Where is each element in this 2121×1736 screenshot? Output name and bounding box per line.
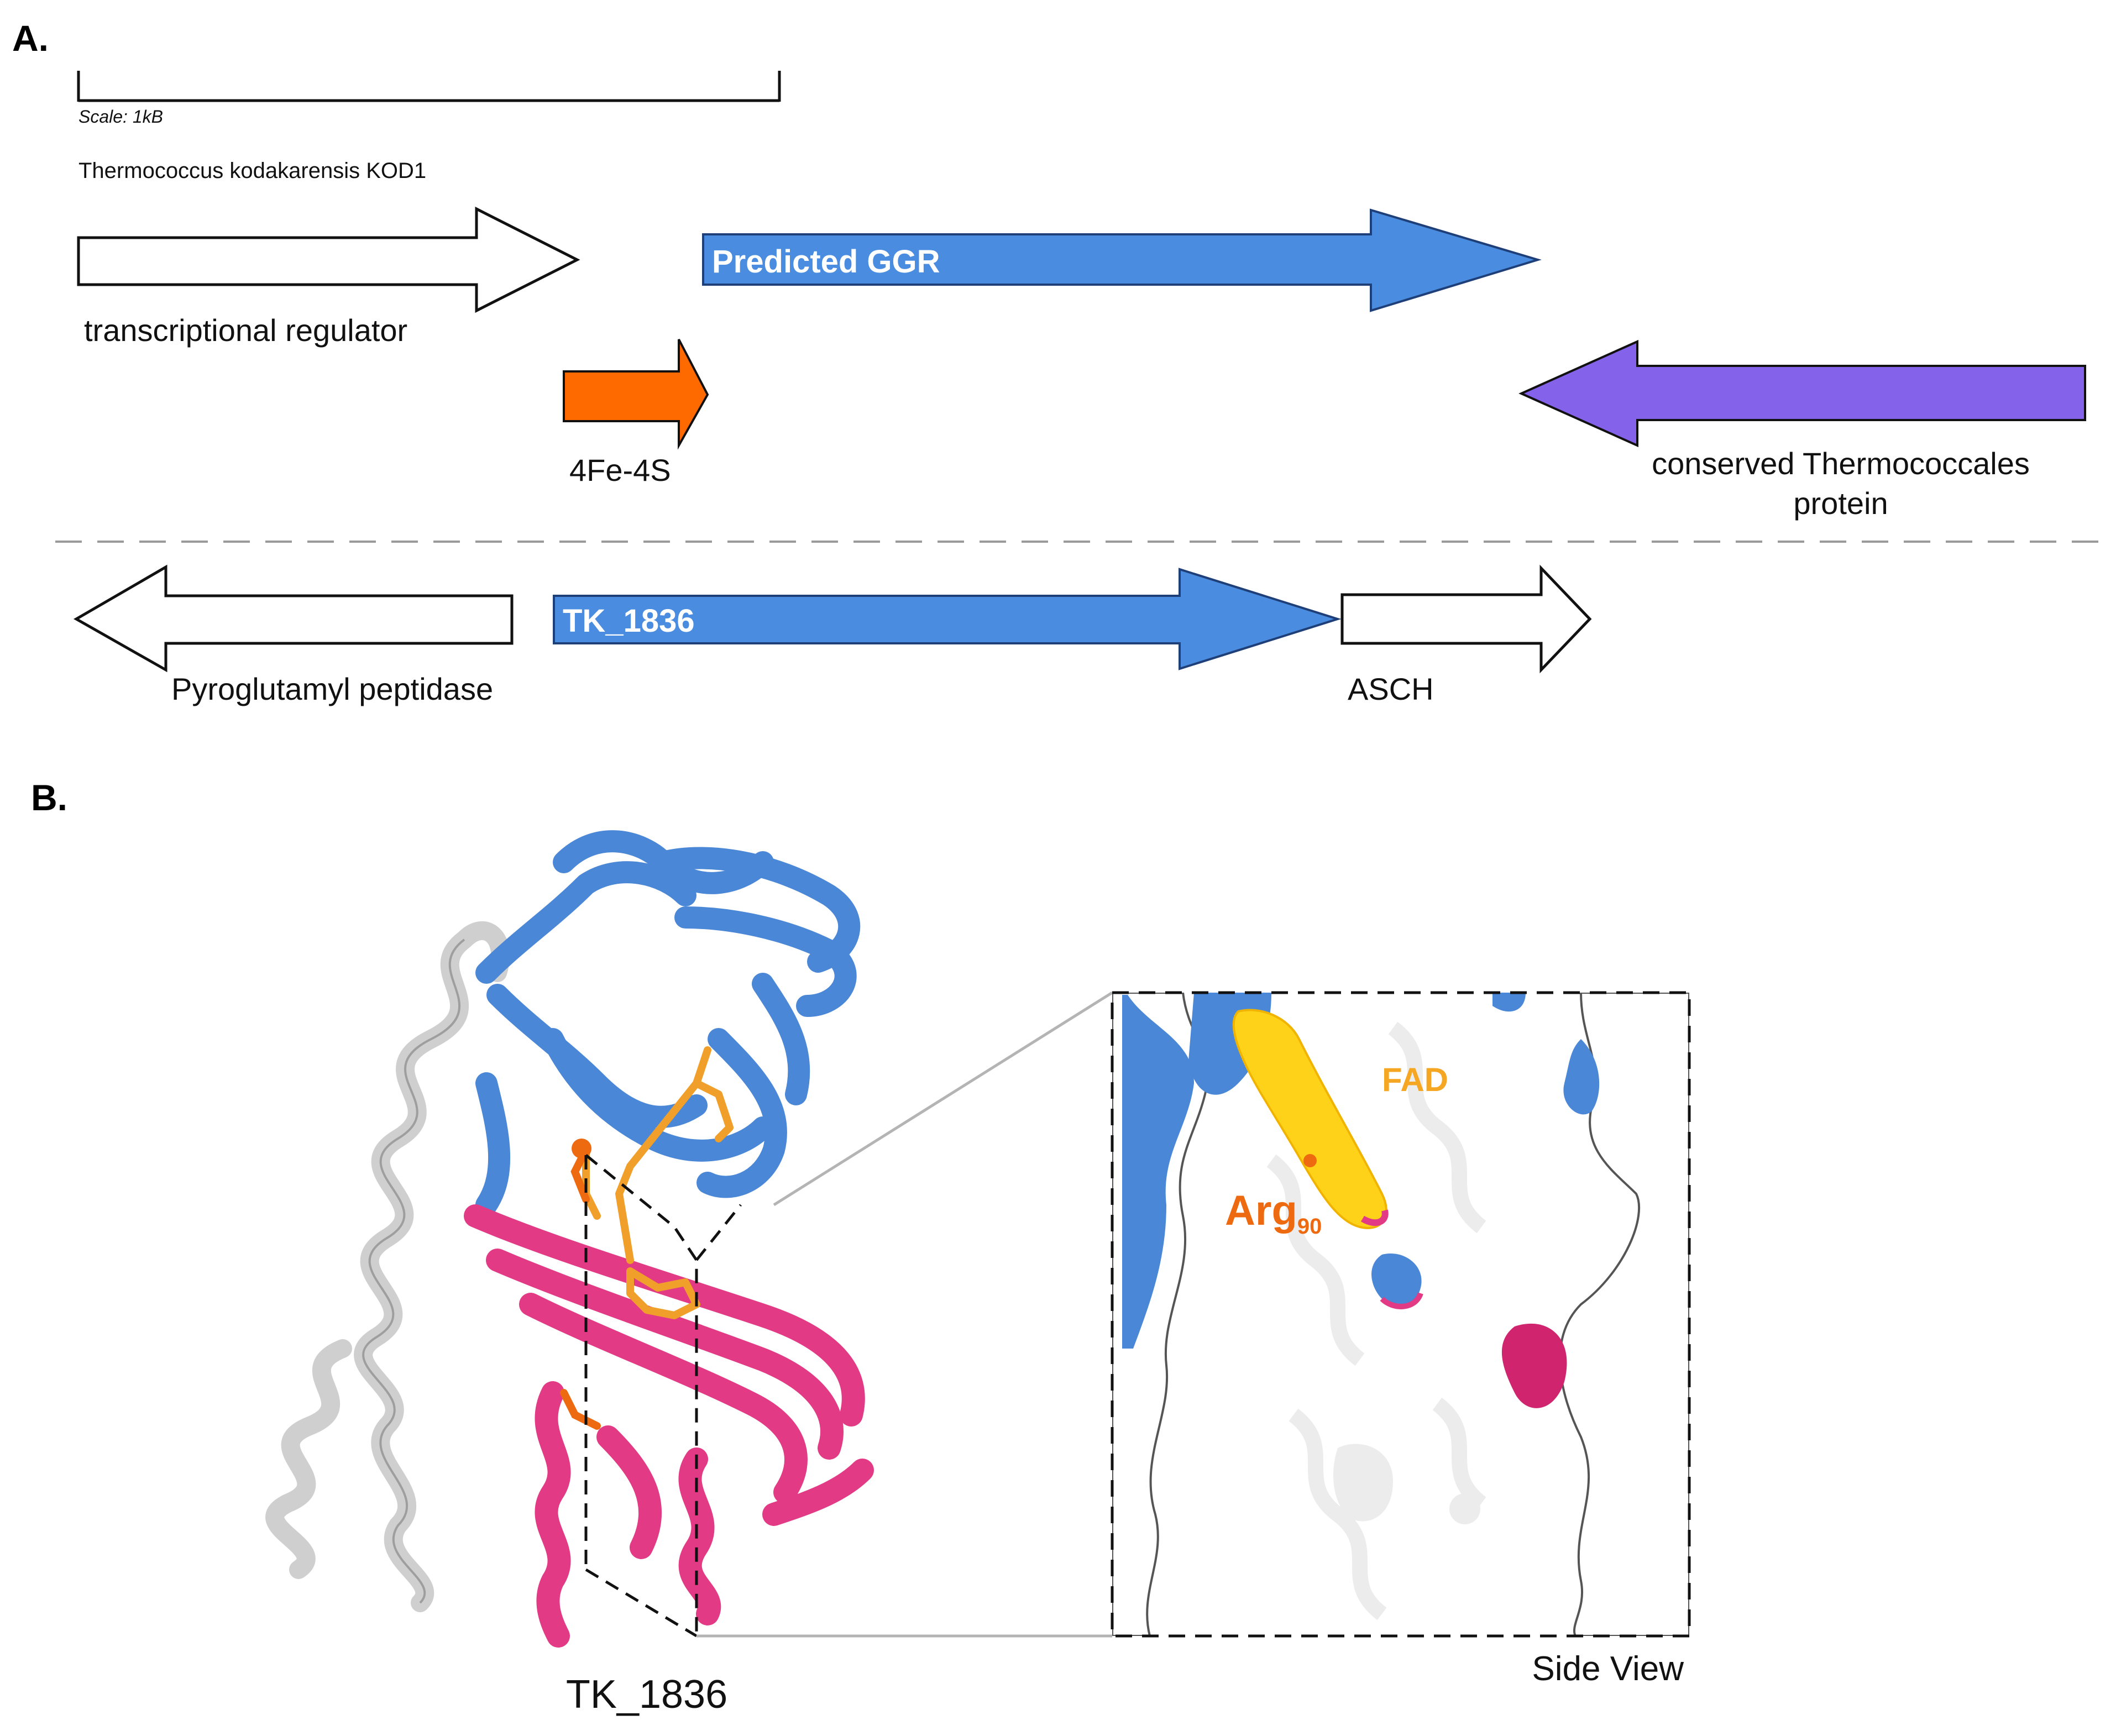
arg90-label: Arg90 <box>1225 1187 1322 1239</box>
arg-label-main: Arg <box>1225 1187 1297 1234</box>
panel-b-letter: B. <box>31 777 67 818</box>
pyroglutamyl-peptidase-arrow <box>73 564 514 673</box>
fad-label: FAD <box>1382 1061 1448 1098</box>
protein-ribbon-icon <box>265 830 874 1648</box>
scale-bar <box>77 71 781 102</box>
side-view-label: Side View <box>1532 1650 1684 1688</box>
zoom-connector-top <box>773 991 1113 1207</box>
organism-label: Thermococcus kodakarensis KOD1 <box>78 159 426 183</box>
panel-a-letter: A. <box>12 18 49 59</box>
side-view-surface-icon <box>1111 991 1691 1638</box>
arg-label-subscript: 90 <box>1297 1214 1322 1239</box>
pyroglutamyl-peptidase-label: Pyroglutamyl peptidase <box>171 672 493 706</box>
conserved-protein-label-line1: conserved Thermococcales <box>1652 446 2030 481</box>
asch-label: ASCH <box>1348 672 1434 706</box>
conserved-protein-label-line2: protein <box>1793 486 1888 521</box>
transcriptional-regulator-arrow <box>77 206 580 313</box>
predicted-ggr-label: Predicted GGR <box>712 244 940 280</box>
transcriptional-regulator-label: transcriptional regulator <box>84 313 407 348</box>
structure-label: TK_1836 <box>566 1672 727 1717</box>
scale-label: Scale: 1kB <box>78 107 163 127</box>
predicted-ggr-arrow <box>702 208 1542 312</box>
conserved-protein-arrow <box>1518 339 2086 448</box>
tk1836-arrow-label: TK_1836 <box>563 603 695 639</box>
tk1836-arrow <box>553 568 1342 670</box>
fe4s4-arrow <box>563 339 709 450</box>
asch-arrow <box>1340 564 1592 674</box>
fe4s4-label: 4Fe-4S <box>569 453 671 487</box>
